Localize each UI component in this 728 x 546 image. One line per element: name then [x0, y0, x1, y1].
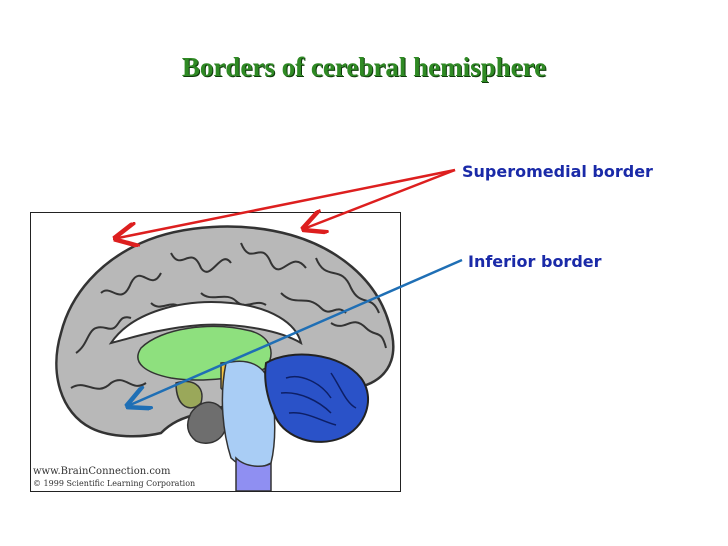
inferior-border-label: Inferior border	[468, 252, 602, 271]
hypothalamus	[175, 380, 203, 409]
brain-image: www.BrainConnection.com © 1999 Scientifi…	[30, 212, 401, 492]
superomedial-arrow-left	[118, 168, 456, 238]
medulla	[235, 456, 272, 491]
corpus-callosum	[108, 301, 303, 346]
credit-copyright: © 1999 Scientific Learning Corporation	[33, 479, 196, 488]
page-title: Borders of cerebral hemisphere	[181, 52, 547, 82]
superomedial-border-label: Superomedial border	[462, 162, 653, 181]
temporal-lobe	[186, 401, 227, 444]
inferior-arrow	[130, 258, 463, 405]
cerebellum-folia	[280, 372, 357, 426]
brain-illustration	[55, 225, 395, 491]
superomedial-arrow-right	[306, 168, 456, 228]
credit-website: www.BrainConnection.com	[33, 466, 171, 477]
gyri-lines	[70, 242, 387, 390]
